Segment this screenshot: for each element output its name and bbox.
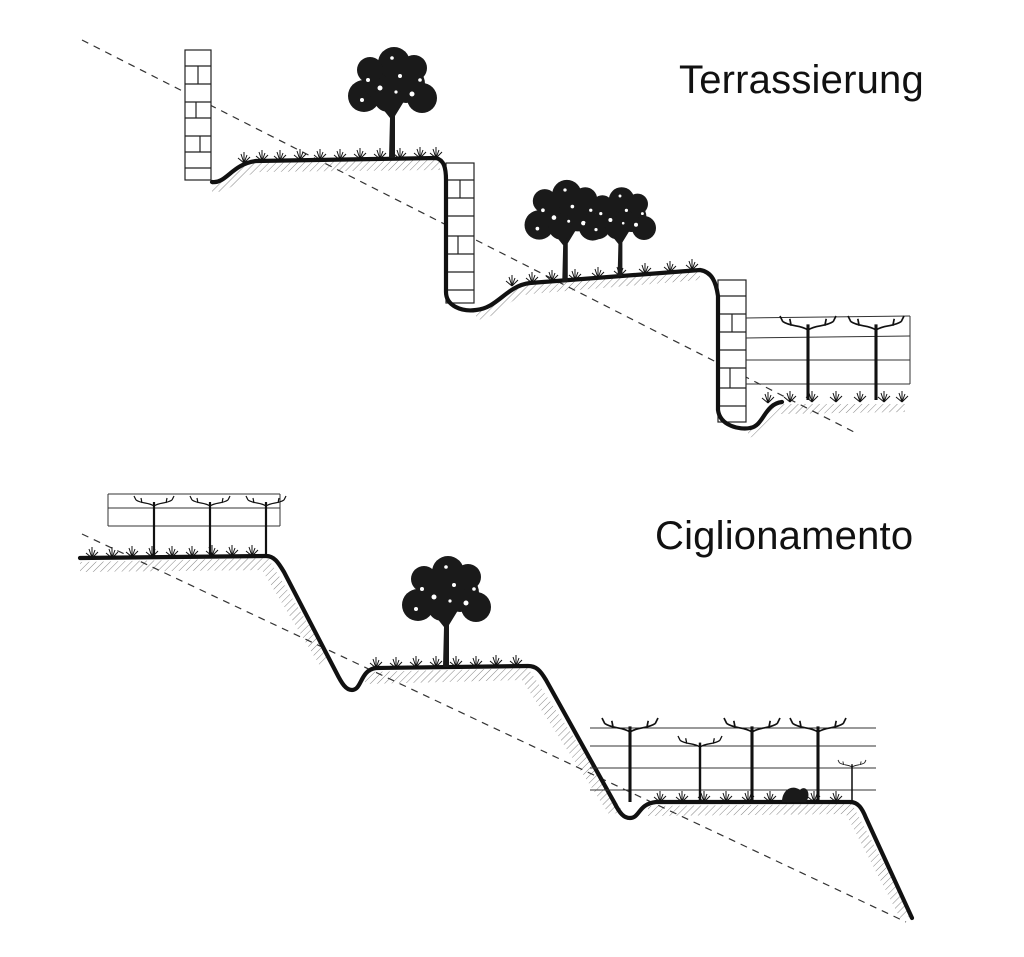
- vine-icon: [778, 314, 838, 402]
- original-slope-line: [81, 533, 907, 923]
- shrub-icon: [782, 787, 809, 802]
- vine-icon: [600, 716, 660, 804]
- vine-icon: [837, 759, 867, 803]
- tree-icon: [402, 556, 491, 667]
- tree-icon: [584, 187, 656, 276]
- terrassierung-diagram: [81, 39, 911, 438]
- diagram-label-ciglionamento: Ciglionamento: [655, 514, 914, 558]
- ciglionamento-diagram: [77, 493, 915, 923]
- vine-trellis-lower: [590, 727, 876, 791]
- vine-icon: [722, 716, 782, 804]
- stone-wall-3: [717, 279, 747, 423]
- ciglionamento-terrain-profile: [77, 553, 915, 921]
- vine-icon: [846, 314, 906, 402]
- vine-trellis-terrace: [745, 315, 911, 385]
- diagram-label-terrassierung: Terrassierung: [679, 58, 924, 102]
- tree-icon: [348, 47, 437, 158]
- terrassierung-terrain-profile: [209, 155, 785, 431]
- stone-wall-1: [184, 49, 212, 181]
- terrain-hatching-upper: [212, 157, 440, 193]
- stone-wall-2: [445, 162, 475, 304]
- vine-trellis-upper: [107, 493, 281, 527]
